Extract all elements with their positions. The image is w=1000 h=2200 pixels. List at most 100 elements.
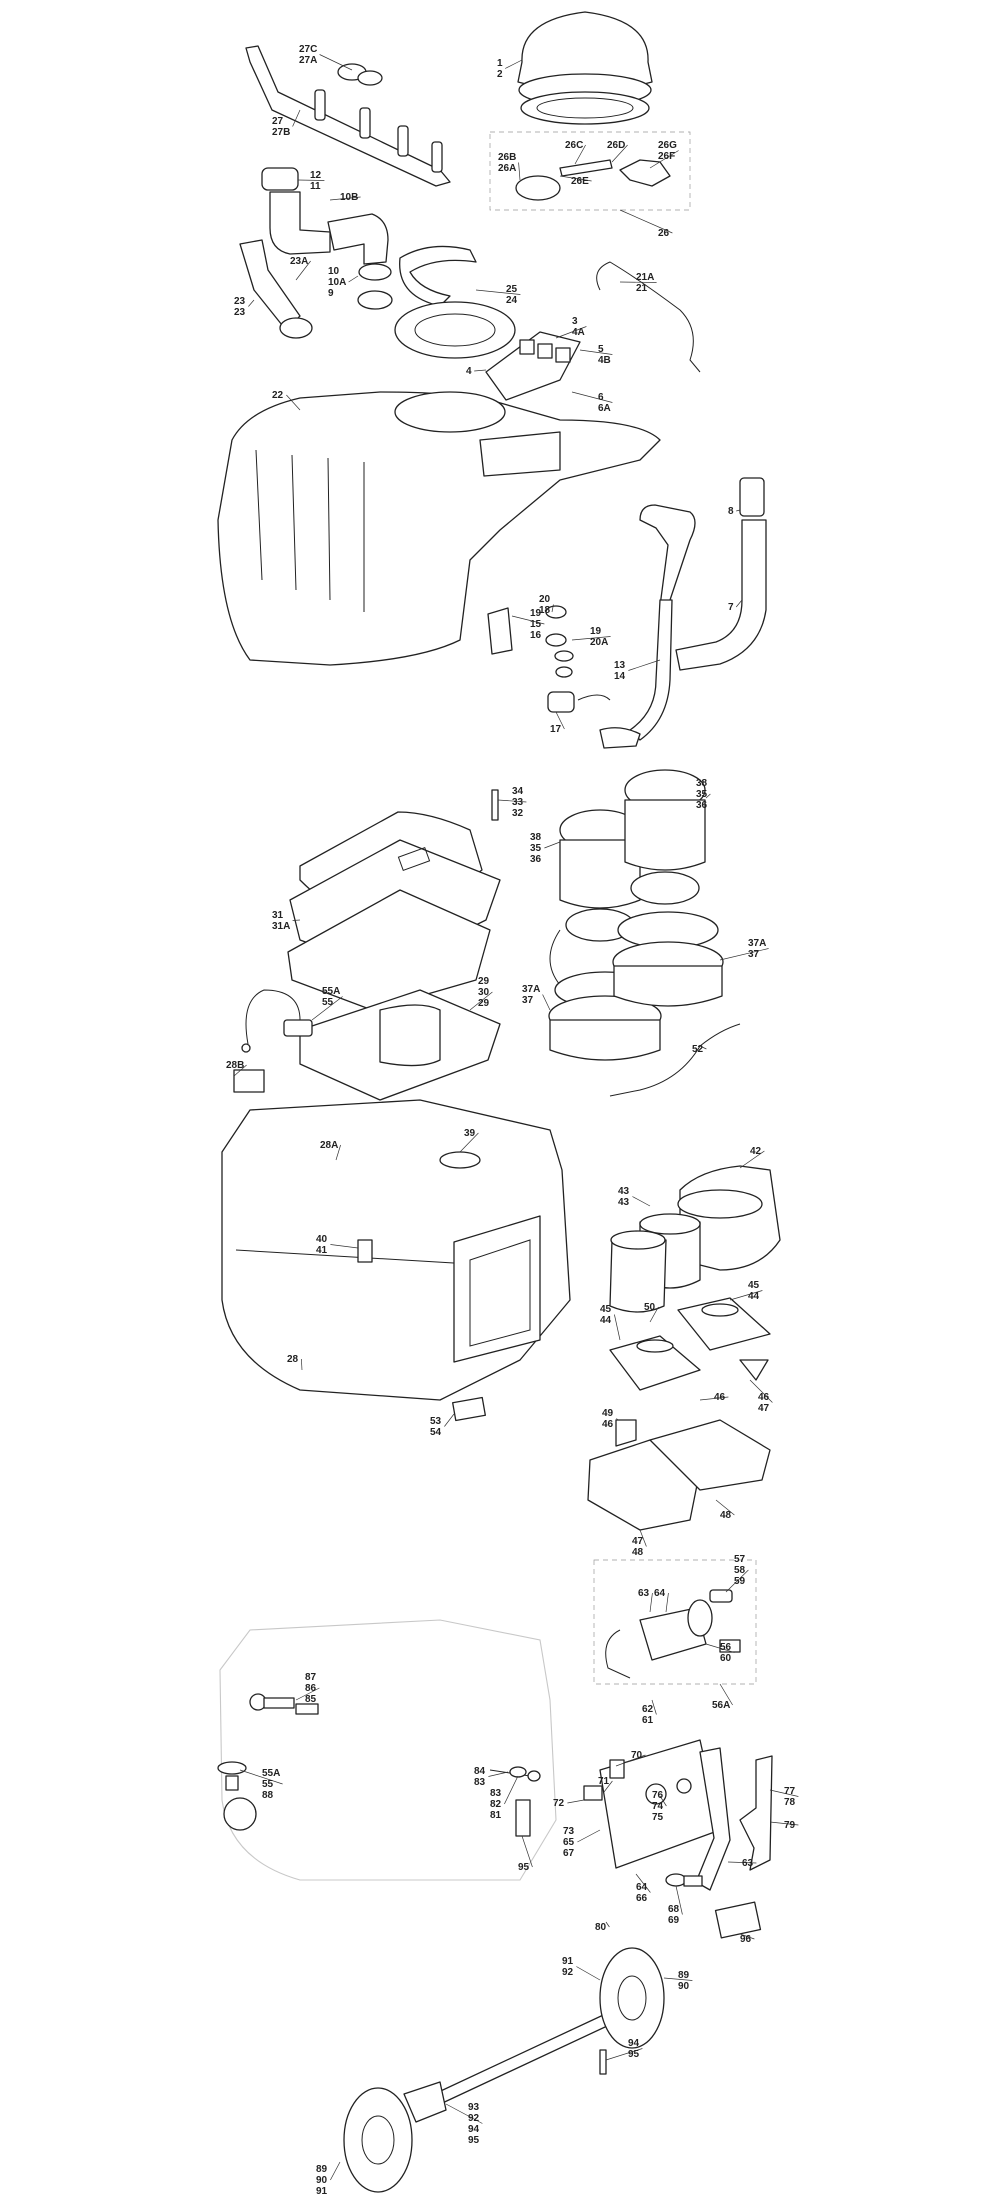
callout-label: 55A (262, 1768, 280, 1779)
callout-label: 71 (598, 1776, 610, 1787)
leader-line (444, 1413, 455, 1427)
part-recovery-tank-28 (221, 1099, 571, 1401)
leader-line (574, 144, 586, 165)
callout-label: 23 (234, 296, 246, 307)
leader-line (348, 275, 359, 283)
callout-label: 36 (696, 800, 708, 811)
part-cable-21 (596, 261, 701, 373)
leader-line (295, 260, 311, 281)
leader-line (665, 1592, 669, 1613)
callout-label: 87 (305, 1672, 317, 1683)
callout-label: 75 (652, 1812, 664, 1823)
callout-label: 29 (478, 976, 490, 987)
leader-line (649, 1306, 659, 1323)
leader-line (769, 1789, 799, 1797)
callout-label: 89 (316, 2164, 328, 2175)
leader-line (319, 54, 353, 71)
leader-line (542, 994, 551, 1011)
callout-label: 44 (748, 1291, 760, 1302)
callout-label: 56 (720, 1642, 732, 1653)
callout-label: 26G (658, 140, 677, 151)
callout-label: 10 (328, 266, 340, 277)
callout-label: 92 (468, 2113, 480, 2124)
callout-label: 48 (720, 1510, 732, 1521)
part-motor-left (548, 809, 662, 1061)
leader-line (725, 1569, 749, 1593)
leader-lines (233, 54, 799, 2181)
callout-6: 66A (598, 392, 611, 414)
part-pipe-11 (261, 167, 393, 310)
callout-label: 68 (668, 1904, 680, 1915)
leader-line (571, 391, 613, 403)
leader-line (619, 209, 673, 234)
callout-label: 38 (696, 778, 708, 789)
leader-line (521, 1835, 533, 1868)
callout-label: 81 (490, 1810, 502, 1821)
leader-line (635, 1873, 651, 1893)
callout-label: 28A (320, 1140, 338, 1151)
callout-label: 78 (784, 1797, 796, 1808)
part-28b (233, 1069, 265, 1093)
leader-line (311, 996, 343, 1021)
callout-label: 4B (598, 355, 611, 366)
leader-line (705, 793, 711, 799)
callout-label: 31A (272, 921, 290, 932)
part-control-panel-4 (485, 331, 581, 401)
callout-label: 91 (562, 1956, 574, 1967)
callout-label: 2 (497, 69, 503, 80)
kit-56a-frame (593, 1559, 757, 1685)
callout-1: 12 (497, 58, 503, 80)
callout-56a: 56A (712, 1700, 730, 1711)
callout-label: 92 (562, 1967, 574, 1978)
callout-42: 42 (750, 1146, 762, 1157)
callout-70: 70 (631, 1750, 643, 1761)
callout-label: 79 (784, 1820, 796, 1831)
part-hose-7 (675, 477, 767, 671)
leader-line (301, 1358, 303, 1371)
leader-line (659, 1795, 667, 1807)
leader-line (699, 1396, 729, 1401)
leader-line (555, 326, 587, 339)
callout-label: 18 (539, 605, 551, 616)
callout-label: 29 (478, 998, 490, 1009)
leader-line (330, 1244, 359, 1249)
callout-label: 83 (490, 1788, 502, 1799)
callout-64a: 64 (654, 1588, 666, 1599)
part-tank-22 (217, 391, 661, 666)
callout-label: 76 (652, 1790, 664, 1801)
part-plate-53 (452, 1396, 486, 1422)
leader-line (649, 150, 679, 169)
callout-label: 19 (530, 608, 542, 619)
leader-line (497, 799, 527, 803)
callout-71: 71 (598, 1776, 610, 1787)
callout-label: 73 (563, 1826, 575, 1837)
bottom-assembly (217, 1559, 773, 2193)
callout-label: 37 (748, 949, 760, 960)
callout-label: 37A (748, 938, 766, 949)
callout-label: 96 (740, 1934, 752, 1945)
callout-72: 72 (553, 1798, 565, 1809)
callout-label: 63 (638, 1588, 650, 1599)
leader-line (611, 144, 628, 163)
callout-label: 65 (563, 1837, 575, 1848)
callout-28: 28 (287, 1354, 299, 1365)
leader-line (749, 1379, 773, 1403)
leader-line (619, 281, 657, 283)
callout-label: 58 (734, 1565, 746, 1576)
callout-label: 90 (678, 1981, 690, 1992)
part-foam-pads-46 (587, 1419, 771, 1531)
callout-label: 86 (305, 1683, 317, 1694)
leader-line (632, 1196, 651, 1207)
leader-line (445, 2103, 483, 2124)
